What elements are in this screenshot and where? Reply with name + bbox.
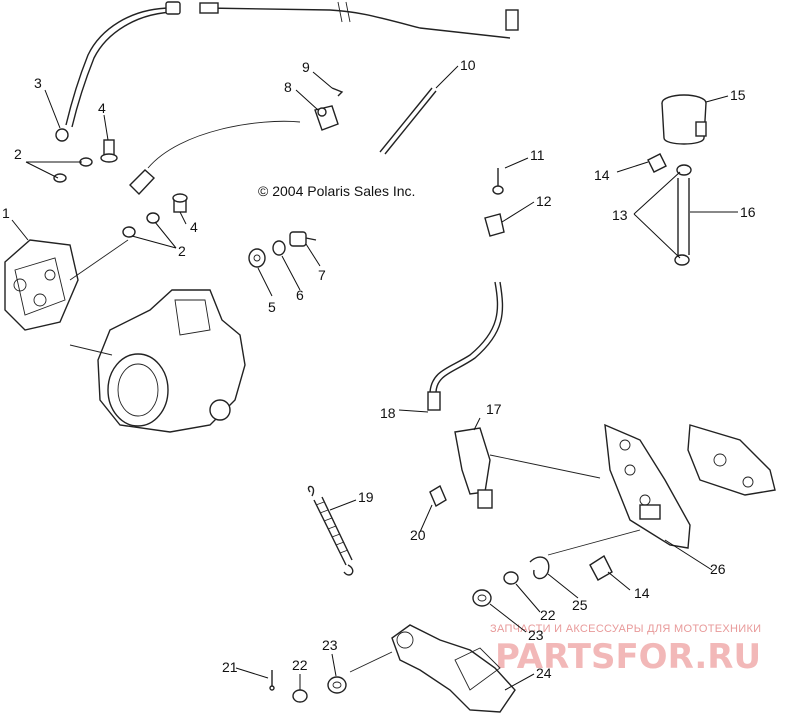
rod-part-10 [379, 87, 437, 155]
housing-leader [69, 344, 113, 356]
hose-part-16 [677, 178, 690, 255]
reservoir-part-15 [661, 94, 707, 145]
fitting-part-2-lower [122, 169, 160, 238]
callout-leaders [11, 65, 738, 691]
washer-part-22-lower [292, 689, 308, 703]
bracket-part-26 [604, 423, 691, 549]
callout-4b: 4 [190, 219, 198, 235]
callout-5: 5 [268, 299, 276, 315]
bolt-part-4-upper [100, 139, 118, 163]
washer-part-5 [248, 248, 266, 268]
connector-arc [147, 120, 301, 169]
callout-14b: 14 [634, 585, 650, 601]
callout-20: 20 [410, 527, 426, 543]
callout-23b: 23 [322, 637, 338, 653]
brake-line-top [199, 1, 519, 39]
clip-part-25 [529, 556, 550, 580]
washer-part-6 [272, 240, 286, 256]
callout-23a: 23 [528, 627, 544, 643]
bolt-part-11 [492, 168, 504, 195]
master-cylinder-part-17 [454, 427, 493, 509]
frame-fragment [687, 424, 776, 496]
callout-10: 10 [460, 57, 476, 73]
washer-part-22-upper [503, 571, 519, 585]
callout-7: 7 [318, 267, 326, 283]
callout-22a: 22 [540, 607, 556, 623]
pedal-leader [349, 651, 393, 673]
screw-part-14-upper [647, 153, 667, 173]
bolt-part-7 [289, 231, 317, 247]
bushing-part-23-upper [472, 589, 492, 607]
callout-4a: 4 [98, 100, 106, 116]
callout-17: 17 [486, 401, 502, 417]
callout-2b: 2 [178, 243, 186, 259]
callout-21: 21 [222, 659, 238, 675]
screw-part-20 [429, 484, 447, 508]
watermark-tagline: ЗАПЧАСТИ И АКСЕССУАРЫ ДЛЯ МОТОТЕХНИКИ [490, 623, 761, 635]
gearcase-housing [97, 289, 246, 433]
pin-part-21 [269, 670, 275, 691]
callout-1: 1 [2, 205, 10, 221]
washer-part-2-upper [53, 157, 93, 183]
callout-15: 15 [730, 87, 746, 103]
callout-16: 16 [740, 204, 756, 220]
callout-22b: 22 [292, 657, 308, 673]
callout-19: 19 [358, 489, 374, 505]
pin-part-9 [331, 87, 344, 97]
clamp-part-13 [674, 164, 692, 266]
callout-25: 25 [572, 597, 588, 613]
callout-6: 6 [296, 287, 304, 303]
bushing-part-23-lower [327, 676, 347, 694]
screw-part-14-lower [589, 554, 613, 581]
callout-24: 24 [536, 665, 552, 681]
callout-13: 13 [612, 207, 628, 223]
callout-9: 9 [302, 59, 310, 75]
callout-18: 18 [380, 405, 396, 421]
callout-11: 11 [530, 147, 545, 163]
callout-3: 3 [34, 75, 42, 91]
callout-14a: 14 [594, 167, 610, 183]
callout-8: 8 [284, 79, 292, 95]
cylinder-leader [489, 454, 601, 479]
callout-12: 12 [536, 193, 552, 209]
callout-26: 26 [710, 561, 726, 577]
brake-hose-part-3 [55, 1, 181, 142]
caliper-leader [69, 239, 129, 281]
spring-part-19 [307, 485, 354, 576]
clip-part-8 [314, 105, 339, 131]
callout-2a: 2 [14, 146, 22, 162]
brake-pedal-part-24 [391, 624, 516, 713]
fitting-part-12 [484, 213, 505, 237]
watermark-brand: PARTSFOR.RU [495, 637, 761, 677]
brake-line-part-18 [427, 281, 504, 411]
copyright-text: © 2004 Polaris Sales Inc. [258, 183, 415, 199]
callout-labels: 1 2 3 4 2 4 5 6 7 8 9 10 11 12 13 14 15 … [2, 57, 756, 681]
bracket-leader [547, 529, 641, 556]
bolt-part-4-lower [172, 193, 188, 213]
brake-caliper-part-1 [4, 239, 79, 331]
